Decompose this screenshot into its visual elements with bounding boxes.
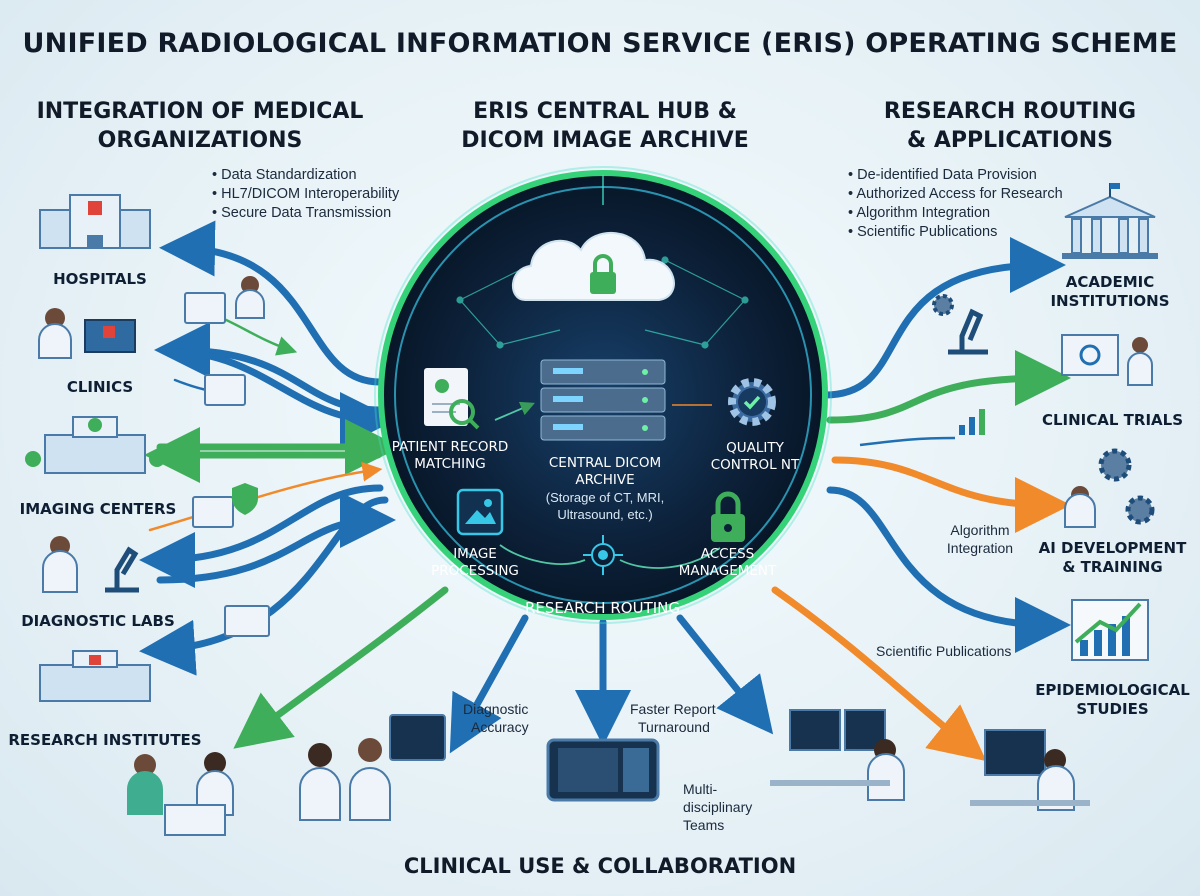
research-institute-icon xyxy=(39,650,151,702)
bullet-hl7-dicom: HL7/DICOM Interoperability xyxy=(212,185,452,204)
imaging-center-icon xyxy=(25,416,165,474)
arrow-hospitals xyxy=(159,220,384,386)
gear-check-icon xyxy=(728,378,776,426)
left-heading: INTEGRATION OF MEDICAL ORGANIZATIONS xyxy=(20,97,380,155)
epi-line1: EPIDEMIOLOGICAL xyxy=(1035,681,1190,699)
archive-sub2: Ultrasound, etc.) xyxy=(557,507,653,522)
algo-line2: Integration xyxy=(946,540,1014,556)
researcher-workstation-icon xyxy=(970,729,1090,811)
tablet-xray-icon xyxy=(546,738,660,802)
page-title: UNIFIED RADIOLOGICAL INFORMATION SERVICE… xyxy=(22,28,1178,59)
dest-epidemiological-studies: EPIDEMIOLOGICAL STUDIES xyxy=(1025,681,1200,719)
dest-ai-development: AI DEVELOPMENT & TRAINING xyxy=(1030,539,1195,577)
bullet-deidentified: De-identified Data Provision xyxy=(848,166,1108,185)
hub-quality-control-label: QUALITY CONTROL NT xyxy=(700,440,810,474)
hub-archive-label: CENTRAL DICOM ARCHIVE (Storage of CT, MR… xyxy=(515,455,695,523)
monitor-icon xyxy=(184,292,226,324)
workstation-icon xyxy=(770,709,905,801)
bullet-algorithm-integration: Algorithm Integration xyxy=(848,204,1108,223)
hub-image-processing-label: IMAGE PROCESSING xyxy=(415,546,535,580)
patient-record-line2: MATCHING xyxy=(414,456,486,472)
left-bullets: Data Standardization HL7/DICOM Interoper… xyxy=(212,166,452,223)
left-heading-line1: INTEGRATION OF MEDICAL xyxy=(36,99,364,124)
note-faster-report: Faster Report Turnaround xyxy=(630,700,750,736)
ai-line2: & TRAINING xyxy=(1062,558,1163,576)
bullet-data-standardization: Data Standardization xyxy=(212,166,452,185)
image-processing-line2: PROCESSING xyxy=(431,563,519,579)
epi-line2: STUDIES xyxy=(1076,700,1149,718)
multi-line2: disciplinary xyxy=(683,799,753,815)
right-bullets: De-identified Data Provision Authorized … xyxy=(848,166,1108,242)
server-icon xyxy=(540,359,666,441)
org-label-hospitals: HOSPITALS xyxy=(53,270,147,288)
center-heading-line2: DICOM IMAGE ARCHIVE xyxy=(461,128,749,153)
image-processing-line1: IMAGE xyxy=(453,546,497,562)
right-heading: RESEARCH ROUTING & APPLICATIONS xyxy=(835,97,1185,155)
gear-icon xyxy=(932,294,954,316)
academic-line2: INSTITUTIONS xyxy=(1050,292,1170,310)
ai-icon xyxy=(1064,448,1155,528)
quality-line1: QUALITY xyxy=(726,440,784,456)
epidemiology-chart-icon xyxy=(1071,599,1149,661)
org-label-clinics: CLINICS xyxy=(66,378,134,396)
multi-line1: Multi- xyxy=(683,781,718,797)
note-algorithm-integration: Algorithm Integration xyxy=(930,521,1030,557)
dest-clinical-trials: CLINICAL TRIALS xyxy=(1041,411,1183,429)
ai-line1: AI DEVELOPMENT xyxy=(1038,539,1187,557)
hospital-icon xyxy=(39,194,151,249)
center-heading: ERIS CENTRAL HUB & DICOM IMAGE ARCHIVE xyxy=(420,97,790,155)
hub-patient-record-label: PATIENT RECORD MATCHING xyxy=(380,439,520,473)
hub-research-routing-label: RESEARCH ROUTING xyxy=(525,599,680,617)
algo-line1: Algorithm xyxy=(950,522,1010,538)
bullet-authorized-access: Authorized Access for Research xyxy=(848,185,1108,204)
org-label-diagnostic-labs: DIAGNOSTIC LABS xyxy=(21,612,175,630)
bullet-secure-transmission: Secure Data Transmission xyxy=(212,204,452,223)
faster-line1: Faster Report xyxy=(630,701,716,717)
archive-line1: CENTRAL DICOM xyxy=(548,455,662,471)
bottom-clinicians-2 xyxy=(299,714,446,821)
network-icon xyxy=(583,535,623,575)
shield-icon xyxy=(232,483,258,515)
faster-line2: Turnaround xyxy=(638,719,710,735)
center-heading-line1: ERIS CENTRAL HUB & xyxy=(473,99,737,124)
diag-line2: Accuracy xyxy=(471,719,529,735)
microscope-icon xyxy=(948,308,988,355)
archive-sub1: (Storage of CT, MRI, xyxy=(545,490,665,505)
org-label-imaging-centers: IMAGING CENTERS xyxy=(19,500,177,518)
access-line1: ACCESS xyxy=(700,546,755,562)
right-heading-line2: & APPLICATIONS xyxy=(907,128,1113,153)
clinical-trials-icon xyxy=(1061,334,1153,386)
cloud-lock-icon xyxy=(511,231,675,301)
access-line2: MANAGEMENT xyxy=(678,563,777,579)
document-search-icon xyxy=(424,368,480,430)
lab-icon xyxy=(42,536,139,593)
bullet-scientific-publications: Scientific Publications xyxy=(848,223,1108,242)
bottom-clinicians-1 xyxy=(127,752,234,836)
hub-access-management-label: ACCESS MANAGEMENT xyxy=(665,546,790,580)
note-multidisciplinary: Multi- disciplinary Teams xyxy=(683,780,793,834)
chart-icon xyxy=(959,409,985,435)
quality-line2: CONTROL NT xyxy=(710,457,800,473)
right-heading-line1: RESEARCH ROUTING xyxy=(883,99,1137,124)
patient-record-line1: PATIENT RECORD xyxy=(391,439,509,455)
left-heading-line2: ORGANIZATIONS xyxy=(97,128,303,153)
clinic-icon xyxy=(38,308,136,359)
multi-line3: Teams xyxy=(683,817,725,833)
image-icon xyxy=(456,488,504,536)
note-diagnostic-accuracy: Diagnostic Accuracy xyxy=(463,700,563,736)
doctor-icon xyxy=(235,276,265,319)
bottom-heading: CLINICAL USE & COLLABORATION xyxy=(403,854,797,878)
diag-line1: Diagnostic xyxy=(463,701,529,717)
note-scientific-publications: Scientific Publications xyxy=(876,643,1012,659)
dest-academic-institutions: ACADEMIC INSTITUTIONS xyxy=(1030,273,1190,311)
archive-line2: ARCHIVE xyxy=(575,472,635,488)
academic-line1: ACADEMIC xyxy=(1065,273,1155,291)
org-label-research-institutes: RESEARCH INSTITUTES xyxy=(8,731,202,749)
padlock-icon xyxy=(711,491,745,542)
